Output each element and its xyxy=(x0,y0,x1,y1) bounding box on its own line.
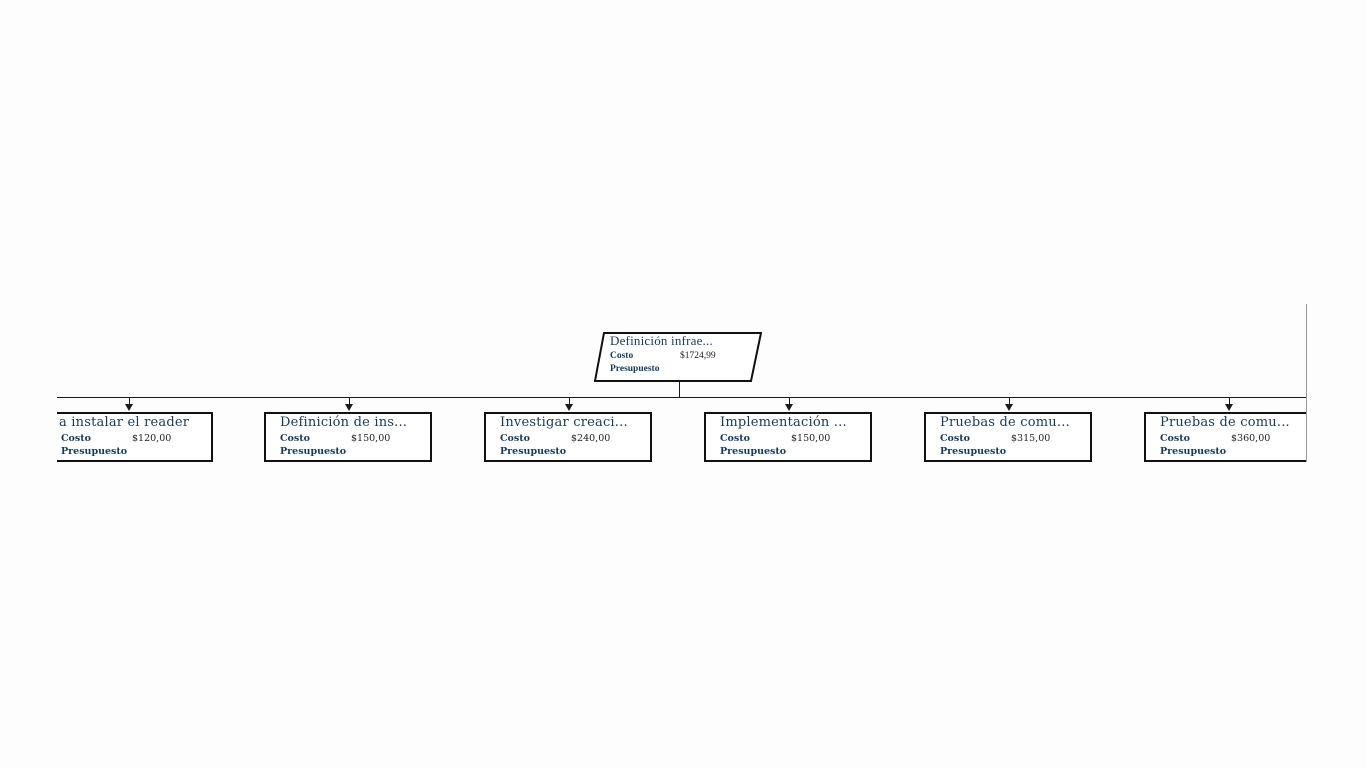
task-budget-label: Presupuesto xyxy=(1160,446,1227,457)
task-title: Definición de ins... xyxy=(280,415,408,430)
summary-task-title: Definición infrae... xyxy=(610,333,713,348)
task-node[interactable]: Investigar creaci... Costo $240,00 Presu… xyxy=(484,412,652,462)
child-connector xyxy=(1229,397,1230,405)
task-cost-value: $150,00 xyxy=(351,433,391,444)
task-cost-label: Costo xyxy=(1160,433,1190,444)
summary-budget-label: Presupuesto xyxy=(610,364,660,374)
arrow-down-icon xyxy=(565,404,573,411)
arrow-down-icon xyxy=(1005,404,1013,411)
task-node[interactable]: a instalar el reader Costo $120,00 Presu… xyxy=(57,412,213,462)
child-connector xyxy=(349,397,350,405)
task-title: Pruebas de comu... xyxy=(940,415,1070,430)
task-title: a instalar el reader xyxy=(59,415,190,430)
task-cost-value: $240,00 xyxy=(571,433,611,444)
task-title: Pruebas de comu... xyxy=(1160,415,1290,430)
task-cost-value: $360,00 xyxy=(1231,433,1271,444)
task-cost-label: Costo xyxy=(500,433,530,444)
child-connector xyxy=(1009,397,1010,405)
arrow-down-icon xyxy=(125,404,133,411)
summary-connector xyxy=(679,382,680,398)
task-budget-label: Presupuesto xyxy=(720,446,787,457)
child-connector xyxy=(129,397,130,405)
task-budget-label: Presupuesto xyxy=(61,446,128,457)
task-cost-value: $120,00 xyxy=(132,433,172,444)
arrow-down-icon xyxy=(785,404,793,411)
summary-cost-value: $1724,99 xyxy=(680,351,716,361)
children-region: a instalar el reader Costo $120,00 Presu… xyxy=(57,300,1306,470)
arrow-down-icon xyxy=(1225,404,1233,411)
child-connector xyxy=(569,397,570,405)
summary-node-shape xyxy=(594,332,762,382)
task-node[interactable]: Definición de ins... Costo $150,00 Presu… xyxy=(264,412,432,462)
task-budget-label: Presupuesto xyxy=(500,446,567,457)
task-cost-label: Costo xyxy=(280,433,310,444)
task-cost-label: Costo xyxy=(720,433,750,444)
task-cost-value: $315,00 xyxy=(1011,433,1051,444)
bus-connector xyxy=(57,397,1306,398)
task-cost-label: Costo xyxy=(940,433,970,444)
task-budget-label: Presupuesto xyxy=(280,446,347,457)
summary-cost-label: Costo xyxy=(610,351,634,361)
task-cost-value: $150,00 xyxy=(791,433,831,444)
task-node[interactable]: Implementación ... Costo $150,00 Presupu… xyxy=(704,412,872,462)
arrow-down-icon xyxy=(345,404,353,411)
task-cost-label: Costo xyxy=(61,433,91,444)
task-node[interactable]: Pruebas de comu... Costo $315,00 Presupu… xyxy=(924,412,1092,462)
viewport-edge-divider xyxy=(1306,304,1307,462)
task-title: Implementación ... xyxy=(720,415,847,430)
task-title: Investigar creaci... xyxy=(500,415,628,430)
child-connector xyxy=(789,397,790,405)
task-node[interactable]: Pruebas de comu... Costo $360,00 Presupu… xyxy=(1144,412,1306,462)
summary-task-node[interactable]: Definición infrae... Costo $1724,99 Pres… xyxy=(594,332,762,382)
task-budget-label: Presupuesto xyxy=(940,446,1007,457)
